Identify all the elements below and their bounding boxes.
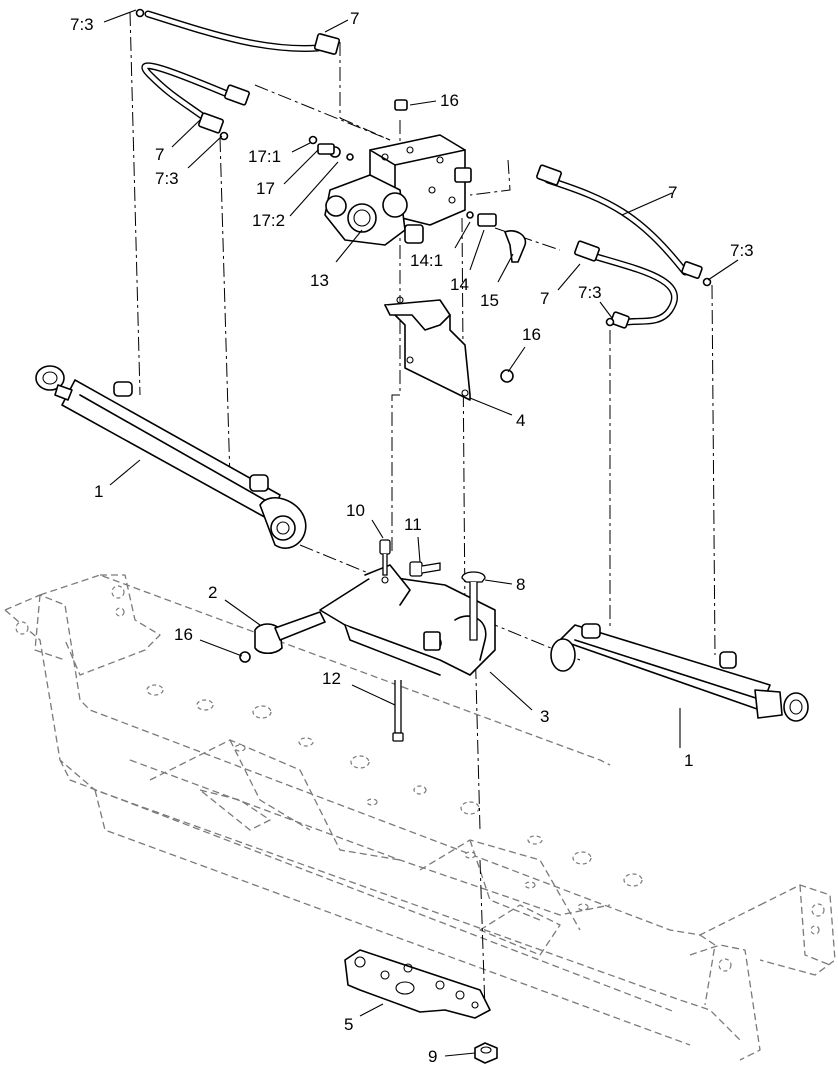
callout-c1: 7:3 — [70, 15, 94, 34]
callout-c4: 7 — [155, 145, 164, 164]
callout-c13: 14 — [450, 275, 469, 294]
main-frame — [4, 574, 836, 1061]
bottom-plate — [344, 949, 498, 1064]
left-cylinder — [35, 365, 307, 549]
callout-labels: 7:3 7 16 7 7:3 17:1 17 17:2 7 7:3 13 14:… — [70, 9, 754, 1066]
callout-c23: 2 — [208, 583, 217, 602]
callout-c11: 13 — [310, 271, 329, 290]
valve-bracket — [384, 296, 514, 401]
callout-c22: 8 — [516, 575, 525, 594]
callout-c14: 15 — [480, 291, 499, 310]
callout-c5: 7:3 — [155, 169, 179, 188]
valve-assembly — [308, 99, 527, 263]
callout-c19: 1 — [94, 482, 103, 501]
leader-lines — [103, 9, 739, 1057]
callout-c10: 7:3 — [730, 241, 754, 260]
callout-c29: 9 — [428, 1047, 437, 1066]
callout-c16: 7:3 — [578, 283, 602, 302]
callout-c18: 4 — [516, 411, 525, 430]
callout-c2: 7 — [350, 9, 359, 28]
callout-c7: 17 — [256, 179, 275, 198]
callout-c17: 16 — [522, 325, 541, 344]
fasteners — [379, 539, 486, 742]
callout-c3: 16 — [440, 91, 459, 110]
callout-c26: 3 — [540, 707, 549, 726]
callout-c24: 16 — [174, 625, 193, 644]
callout-c8: 17:2 — [252, 211, 285, 230]
callout-c28: 5 — [344, 1015, 353, 1034]
callout-c20: 10 — [346, 501, 365, 520]
callout-c21: 11 — [404, 515, 422, 534]
pin-assembly — [239, 611, 326, 663]
callout-c15: 7 — [540, 289, 549, 308]
callout-c25: 12 — [322, 669, 341, 688]
callout-c12: 14:1 — [410, 251, 443, 270]
hydraulic-hoses — [135, 8, 712, 329]
right-cylinder — [550, 623, 809, 722]
callout-c9: 7 — [668, 183, 677, 202]
callout-c27: 1 — [684, 751, 693, 770]
pivot-bracket — [319, 564, 496, 676]
callout-c6: 17:1 — [248, 147, 281, 166]
